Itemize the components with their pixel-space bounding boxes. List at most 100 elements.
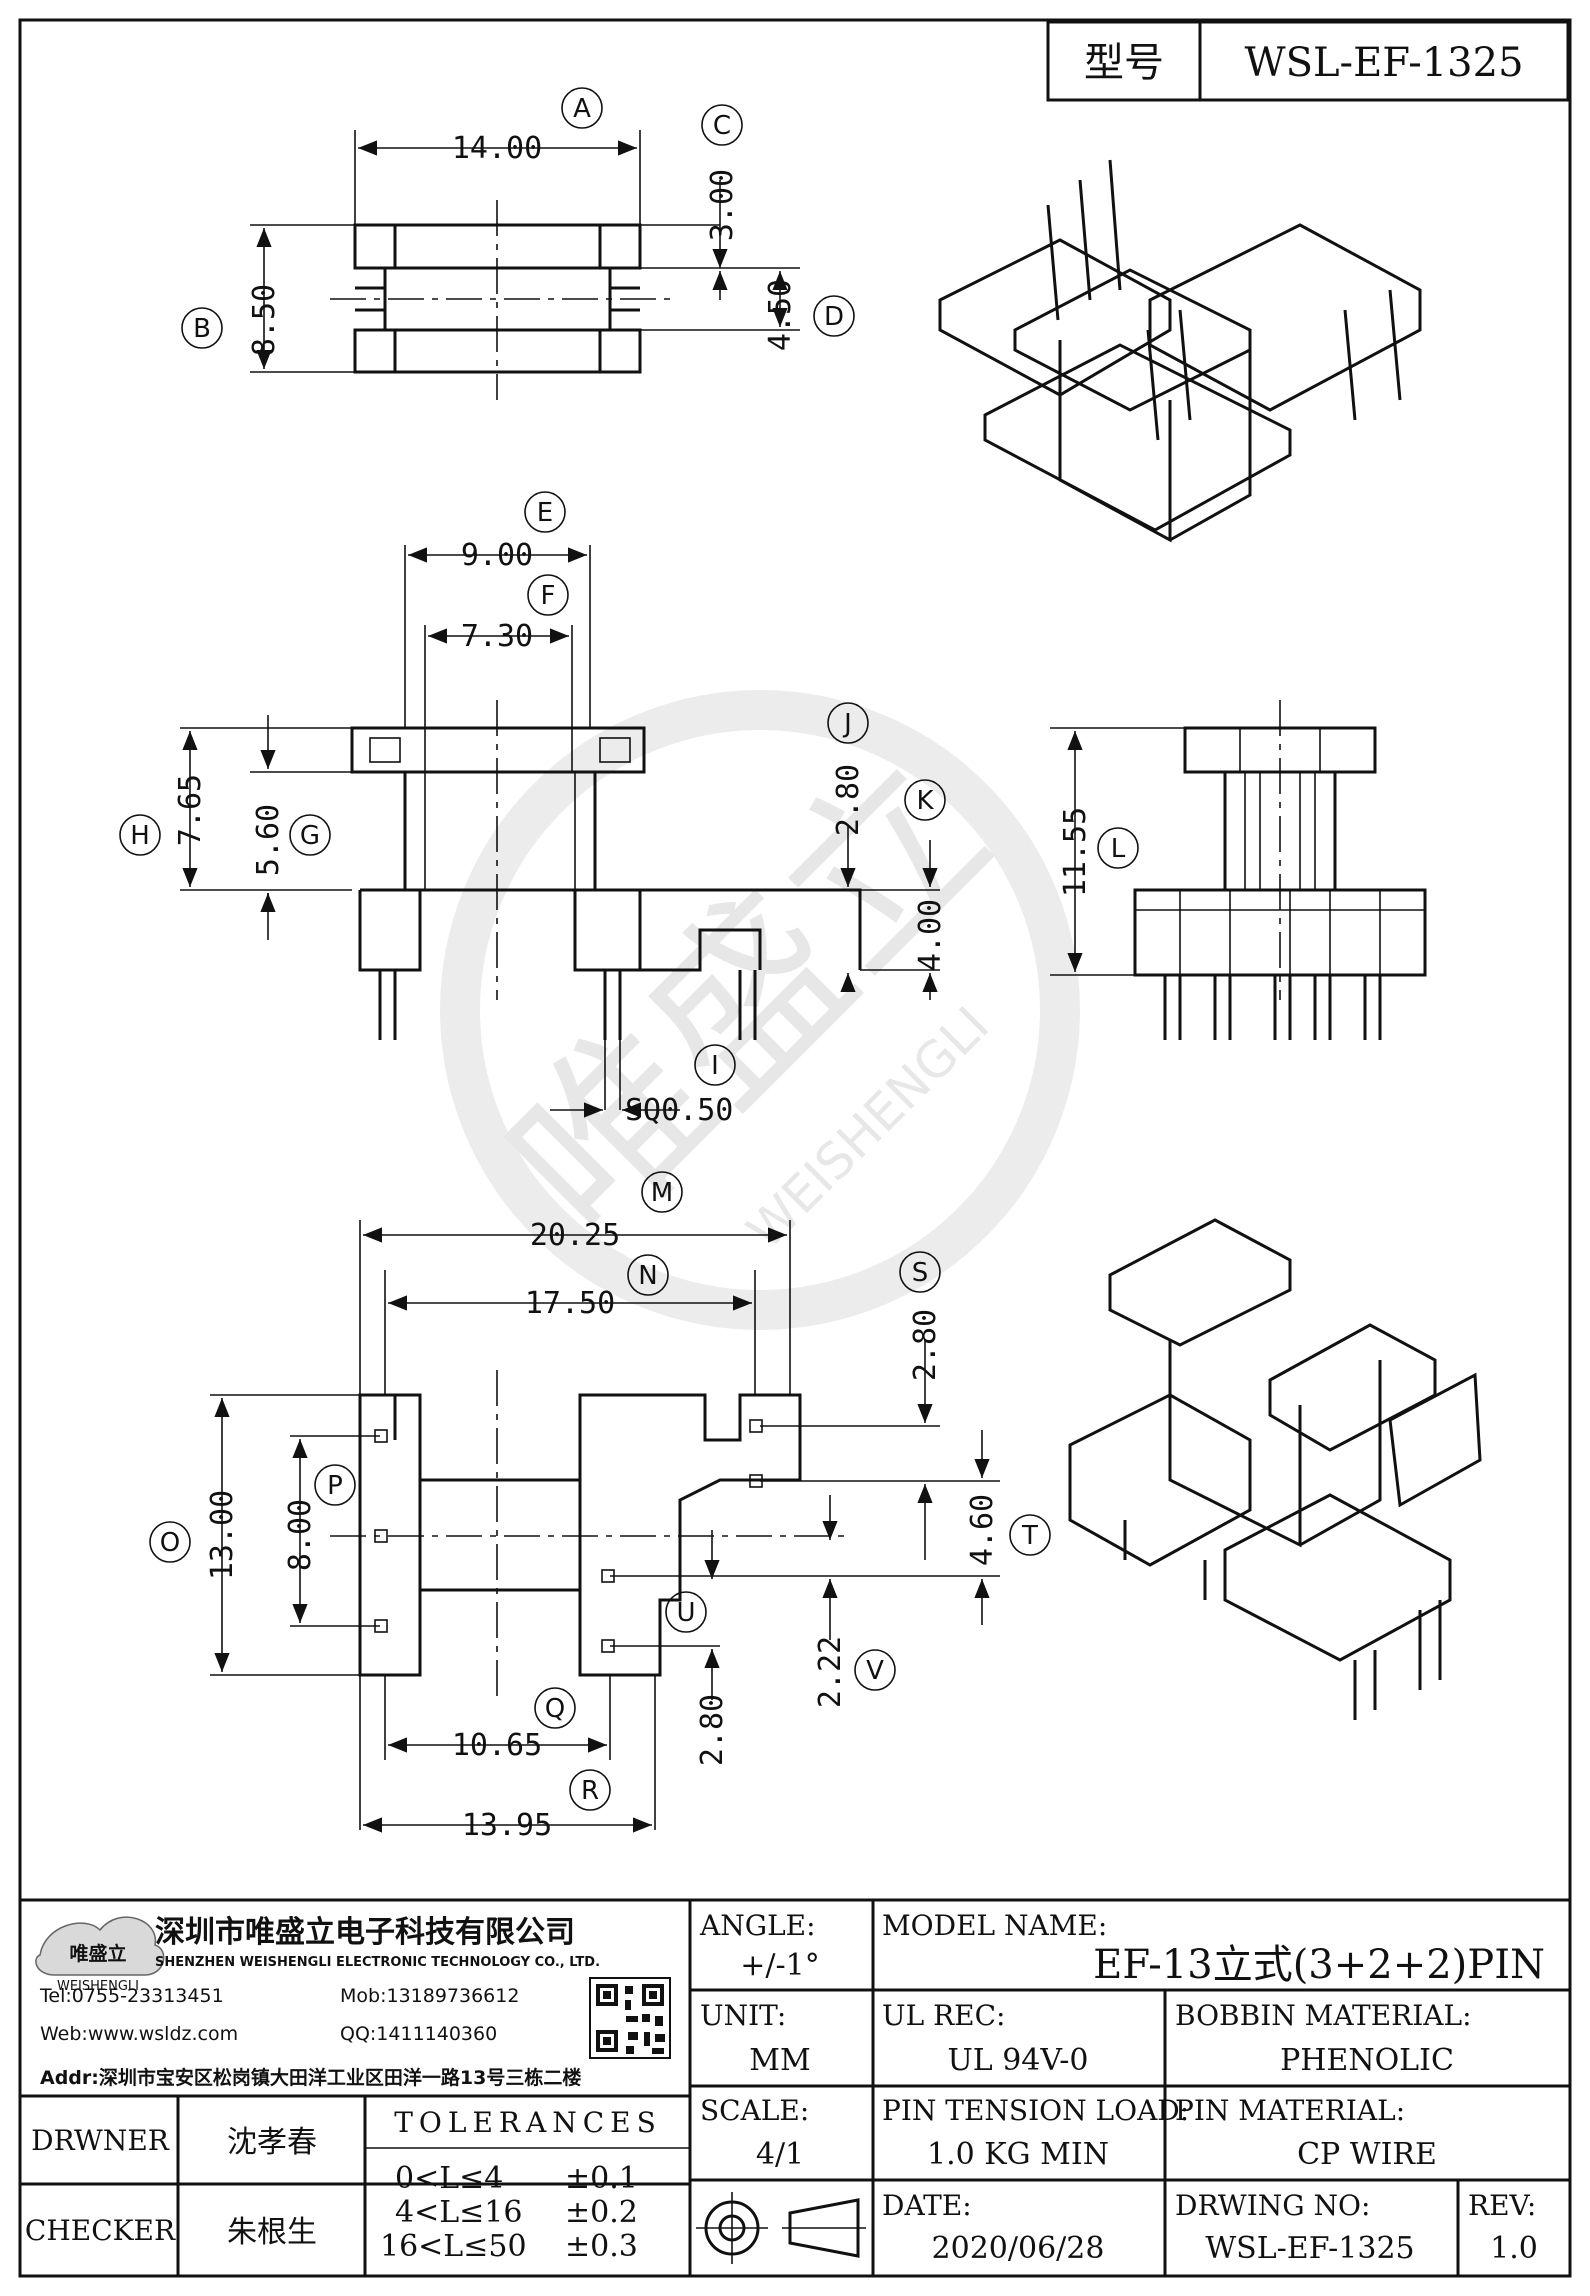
iso-view-top (938, 159, 1422, 543)
checker-value: 朱根生 (227, 2215, 317, 2250)
iso-view-bottom (1068, 1218, 1482, 1720)
dim-b-value: 8.50 (247, 284, 282, 356)
callout-s: S (912, 1258, 929, 1288)
tolerance-value-3: ±0.3 (565, 2229, 638, 2264)
dim-l-value: 11.55 (1058, 807, 1093, 897)
model-name-label: MODEL NAME: (882, 1909, 1107, 1942)
bottom-view: 20.25 17.50 13.00 8.00 10.65 13.95 2.80 … (149, 1171, 1051, 1843)
dim-g-value: 5.60 (251, 804, 286, 876)
company-mob: Mob:13189736612 (340, 1985, 519, 2007)
date-value: 2020/06/28 (932, 2231, 1105, 2266)
model-header-value: WSL-EF-1325 (1244, 40, 1523, 86)
pin-tension-value: 1.0 KG MIN (927, 2137, 1109, 2172)
company-web: Web:www.wsldz.com (40, 2023, 238, 2045)
callout-v: V (866, 1656, 884, 1686)
model-header: 型号 WSL-EF-1325 (1046, 20, 1570, 102)
unit-label: UNIT: (700, 1999, 786, 2032)
tolerance-range-1: 0<L≤4 (395, 2161, 503, 2196)
dim-t-value: 4.60 (965, 1494, 1000, 1566)
callout-p: P (327, 1471, 343, 1501)
company-name-cn: 深圳市唯盛立电子科技有限公司 (155, 1915, 575, 1950)
dim-p-value: 8.00 (283, 1499, 318, 1571)
dim-n-value: 17.50 (525, 1286, 615, 1321)
callout-t: T (1021, 1521, 1038, 1551)
dim-f-value: 7.30 (461, 619, 533, 654)
model-name-value: EF-13立式(3+2+2)PIN (1093, 1942, 1545, 1988)
unit-value: MM (749, 2043, 810, 2078)
title-block: 唯盛立 WEISHENGLI 深圳市唯盛立电子科技有限公司 SHENZHEN W… (20, 1898, 1570, 2276)
company-logo: 唯盛立 WEISHENGLI (35, 1916, 165, 1994)
callout-g: G (300, 821, 320, 851)
callout-u: U (676, 1598, 695, 1628)
dim-s-value: 2.80 (908, 1309, 943, 1381)
bobbin-material-value: PHENOLIC (1280, 2043, 1454, 2078)
model-header-label: 型号 (1084, 40, 1164, 86)
callout-d: D (824, 302, 844, 332)
dim-a-value: 14.00 (452, 131, 542, 166)
callout-h: H (130, 821, 150, 851)
pin-material-value: CP WIRE (1297, 2137, 1437, 2172)
top-view: 14.00 8.50 3.00 4.50 A B C D (181, 87, 855, 400)
bobbin-material-label: BOBBIN MATERIAL: (1175, 1999, 1472, 2032)
callout-a: A (573, 94, 591, 124)
company-tel: Tel:0755-23313451 (39, 1985, 224, 2007)
scale-label: SCALE: (700, 2094, 809, 2127)
date-label: DATE: (882, 2189, 972, 2222)
callout-l: L (1111, 834, 1126, 864)
pin-material-label: PIN MATERIAL: (1175, 2094, 1405, 2127)
pin-tension-label: PIN TENSION LOAD: (882, 2094, 1189, 2127)
company-addr: Addr:深圳市宝安区松岗镇大田洋工业区田洋一路13号三栋二楼 (40, 2066, 581, 2089)
tolerance-value-1: ±0.1 (565, 2161, 638, 2196)
sheet-border (18, 18, 1572, 2278)
drawing-no-value: WSL-EF-1325 (1205, 2231, 1414, 2266)
dim-c-value: 3.00 (705, 169, 740, 241)
ul-rec-label: UL REC: (882, 1999, 1005, 2032)
angle-label: ANGLE: (699, 1909, 816, 1942)
dim-e-value: 9.00 (461, 538, 533, 573)
callout-r: R (581, 1776, 599, 1806)
callout-i: I (711, 1051, 719, 1081)
scale-value: 4/1 (756, 2137, 804, 2172)
dim-h-value: 7.65 (173, 774, 208, 846)
dim-k-value: 4.00 (913, 899, 948, 971)
checker-label: CHECKER (25, 2214, 176, 2247)
angle-value: +/-1° (740, 1948, 819, 1983)
callout-o: O (160, 1528, 180, 1558)
callout-n: N (638, 1261, 657, 1291)
dim-q-value: 10.65 (452, 1728, 542, 1763)
logo-sub: WEISHENGLI (57, 1979, 139, 1994)
side-view: 11.55 L (1050, 700, 1427, 1040)
dim-i-value: SQ0.50 (625, 1093, 733, 1128)
dim-r-value: 13.95 (462, 1808, 552, 1843)
dim-m-value: 20.25 (530, 1218, 620, 1253)
company-name-en: SHENZHEN WEISHENGLI ELECTRONIC TECHNOLOG… (155, 1955, 600, 1970)
tolerance-range-2: 4<L≤16 (395, 2195, 522, 2230)
drawing-no-label: DRWING NO: (1175, 2189, 1370, 2222)
qr-code-icon (589, 1977, 671, 2059)
dim-o-value: 13.00 (205, 1490, 240, 1580)
front-view: 9.00 7.30 7.65 5.60 2.80 4.00 SQ0.50 E F… (119, 491, 948, 1128)
callout-j: J (842, 709, 852, 739)
dim-v-value: 2.22 (813, 1636, 848, 1708)
callout-e: E (537, 498, 553, 528)
drawer-label: DRWNER (31, 2124, 170, 2157)
company-qq: QQ:1411140360 (340, 2023, 497, 2045)
callout-c: C (713, 111, 731, 141)
projection-symbol-icon (696, 2192, 866, 2264)
tolerances-label: TOLERANCES (394, 2106, 662, 2139)
callout-q: Q (545, 1694, 565, 1724)
tolerance-range-3: 16<L≤50 (380, 2229, 527, 2264)
callout-b: B (193, 314, 211, 344)
tolerance-value-2: ±0.2 (565, 2195, 638, 2230)
callout-k: K (916, 786, 934, 816)
dim-j-value: 2.80 (831, 764, 866, 836)
dim-d-value: 4.50 (763, 279, 798, 351)
callout-f: F (541, 581, 556, 611)
logo-text: 唯盛立 (69, 1942, 126, 1965)
dim-u-value: 2.80 (695, 1694, 730, 1766)
callout-m: M (651, 1178, 673, 1208)
rev-label: REV: (1468, 2189, 1536, 2222)
ul-rec-value: UL 94V-0 (947, 2043, 1088, 2078)
drawer-value: 沈孝春 (227, 2125, 317, 2160)
